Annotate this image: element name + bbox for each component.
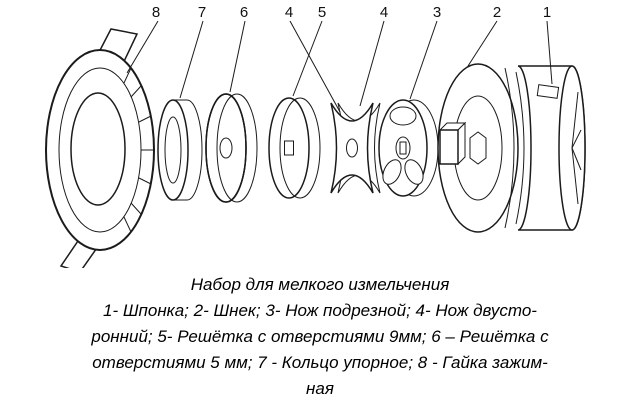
callout-label: 2 — [493, 4, 501, 21]
caption-line-2: ронний; 5- Решётка с отверстиями 9мм; 6 … — [91, 327, 549, 346]
part-6-grid-5mm — [205, 93, 258, 203]
caption-line-1: 1- Шпонка; 2- Шнек; 3- Нож подрезной; 4-… — [103, 301, 537, 320]
callout-label: 5 — [318, 4, 326, 21]
callout-4a: 4 — [285, 4, 341, 113]
caption-line-3: отверстиями 5 мм; 7 - Кольцо упорное; 8 … — [92, 353, 548, 372]
callout-label: 7 — [198, 4, 206, 21]
nut-knurl-lines — [123, 67, 154, 233]
callouts: 8 7 6 4 5 4 3 — [126, 4, 553, 113]
callout-2: 2 — [467, 4, 501, 67]
callout-label: 1 — [543, 4, 551, 21]
callout-7: 7 — [179, 4, 206, 99]
part-2-auger — [437, 63, 586, 233]
part-8-clamping-nut — [45, 28, 155, 268]
callout-label: 4 — [285, 4, 293, 21]
exploded-view-drawing: 8 7 6 4 5 4 3 — [45, 4, 586, 268]
auger-cylinder — [517, 65, 586, 231]
caption-line-4: ная — [306, 379, 334, 398]
cylinder-face-lines — [571, 91, 582, 205]
part-1-key — [536, 84, 560, 99]
callout-label: 8 — [152, 4, 160, 21]
callout-1: 1 — [543, 4, 553, 85]
part-5-grid-9mm — [268, 97, 321, 199]
part-4-double-knife — [330, 102, 381, 194]
part-3-trimming-knife — [378, 99, 439, 197]
caption: Набор для мелкого измельчения 1- Шпонка;… — [0, 272, 640, 402]
callout-8: 8 — [126, 4, 160, 74]
callout-4b: 4 — [359, 4, 388, 107]
caption-title: Набор для мелкого измельчения — [190, 275, 450, 294]
callout-label: 3 — [433, 4, 441, 21]
callout-6: 6 — [229, 4, 248, 93]
callout-3: 3 — [409, 4, 441, 100]
callout-5: 5 — [292, 4, 326, 97]
callout-label: 6 — [240, 4, 248, 21]
part-7-thrust-ring — [157, 99, 203, 201]
callout-label: 4 — [380, 4, 388, 21]
